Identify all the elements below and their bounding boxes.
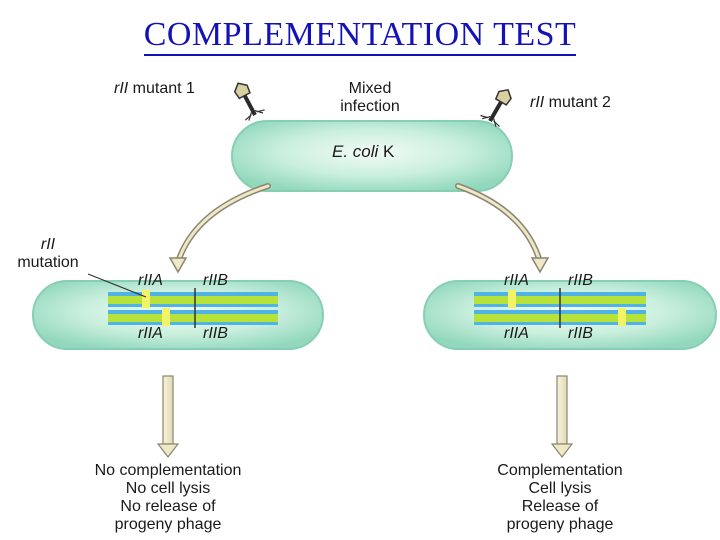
left-gene-b-bottom: rIIB: [203, 325, 228, 342]
left-gene-b-top: rIIB: [203, 272, 228, 289]
left-gene-a-top: rIIA: [138, 272, 163, 289]
right-gene-b-bottom: rIIB: [568, 325, 593, 342]
mutation-mark-bottom-left: [162, 308, 170, 326]
phage-mutant-1-icon: [233, 82, 265, 121]
right-gene-a-top: rIIA: [504, 272, 529, 289]
right-gene-b-top: rIIB: [568, 272, 593, 289]
curved-arrow-left: [168, 183, 271, 274]
mutation-mark-top-left: [142, 290, 150, 308]
phage-mutant-2-icon: [480, 88, 512, 127]
mixed-infection-label: Mixed infection: [340, 80, 400, 115]
mutant-2-label: rII mutant 2: [530, 94, 611, 111]
ecoli-k-label: E. coli K: [332, 142, 395, 161]
outcome-right: Complementation Cell lysis Release of pr…: [497, 462, 623, 533]
page-title: COMPLEMENTATION TEST: [0, 16, 720, 56]
right-gene-a-bottom: rIIA: [504, 325, 529, 342]
mutation-mark-bottom-right: [618, 308, 626, 326]
down-arrow-left: [156, 375, 180, 458]
ecoli-k-cell: [231, 120, 513, 192]
down-arrow-right: [550, 375, 574, 458]
left-gene-a-bottom: rIIA: [138, 325, 163, 342]
left-chromosome-bottom: [108, 308, 278, 328]
right-chromosome-bottom: [474, 308, 646, 328]
mutation-pointer-line: [87, 273, 147, 298]
rii-mutation-label: rII mutation: [17, 236, 79, 271]
outcome-left: No complementation No cell lysis No rele…: [94, 462, 242, 533]
mutation-mark-top-right: [508, 290, 516, 308]
right-chromosome-top: [474, 288, 646, 309]
mutant-1-label: rII mutant 1: [114, 80, 195, 97]
curved-arrow-right: [455, 183, 550, 274]
left-chromosome-top: [108, 288, 278, 309]
